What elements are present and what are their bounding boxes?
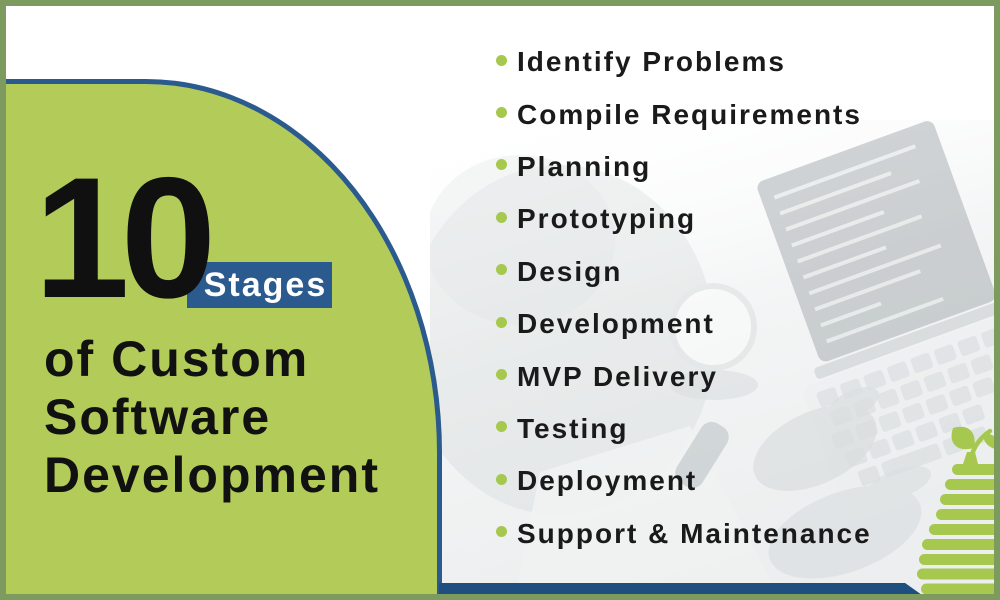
list-item-label: Support & Maintenance <box>517 517 872 549</box>
list-item: Support & Maintenance <box>496 508 872 560</box>
list-item-label: Prototyping <box>517 203 697 235</box>
list-item-label: Compile Requirements <box>517 98 862 130</box>
bullet-dot-icon <box>496 369 507 381</box>
list-item: Identify Problems <box>496 36 872 88</box>
title-line-1: of Custom <box>44 331 310 387</box>
bullet-dot-icon <box>496 211 507 223</box>
bullet-dot-icon <box>496 54 507 66</box>
list-item-label: MVP Delivery <box>517 360 718 392</box>
list-item: Compile Requirements <box>496 88 872 140</box>
list-item: Planning <box>496 141 872 193</box>
list-item: Testing <box>496 403 872 455</box>
list-item: Development <box>496 298 872 350</box>
list-item-label: Development <box>517 308 715 340</box>
list-item-label: Testing <box>517 412 629 444</box>
title-line-2: Software <box>44 389 272 445</box>
stages-badge: Stages <box>187 262 332 308</box>
list-item: Deployment <box>496 455 872 507</box>
list-item-label: Design <box>517 255 623 287</box>
page-title: of Custom Software Development <box>44 330 380 504</box>
stages-list: Identify Problems Compile Requirements P… <box>496 36 872 560</box>
bullet-dot-icon <box>496 473 507 485</box>
list-item: Design <box>496 246 872 298</box>
list-item-label: Identify Problems <box>517 46 786 78</box>
bullet-dot-icon <box>496 107 507 119</box>
stage-count-number: 10 <box>34 142 216 334</box>
list-item: MVP Delivery <box>496 350 872 402</box>
title-line-3: Development <box>44 447 380 503</box>
bullet-dot-icon <box>496 316 507 328</box>
bullet-dot-icon <box>496 159 507 171</box>
bullet-dot-icon <box>496 264 507 276</box>
list-item: Prototyping <box>496 193 872 245</box>
bullet-dot-icon <box>496 526 507 538</box>
stages-badge-label: Stages <box>203 265 328 304</box>
list-item-label: Planning <box>517 150 652 182</box>
list-item-label: Deployment <box>517 465 698 497</box>
bullet-dot-icon <box>496 421 507 433</box>
bottom-accent-bar <box>439 583 922 595</box>
